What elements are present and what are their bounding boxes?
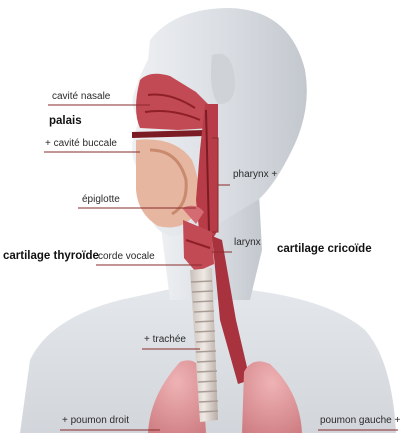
label-corde-vocale: corde vocale xyxy=(98,251,155,263)
label-pharynx: pharynx + xyxy=(233,169,277,181)
label-palais: palais xyxy=(49,115,82,127)
label-cartilage-cricoide: cartilage cricoïde xyxy=(277,243,372,255)
label-epiglotte: épiglotte xyxy=(82,194,120,206)
label-larynx: larynx xyxy=(234,237,261,249)
label-cartilage-thyroide: cartilage thyroïde xyxy=(3,250,99,262)
label-cavite-nasale: cavité nasale xyxy=(52,91,110,103)
label-poumon-droit: + poumon droit xyxy=(62,415,129,427)
label-trachee: + trachée xyxy=(144,334,186,346)
label-cavite-buccale: + cavité buccale xyxy=(45,138,117,150)
label-poumon-gauche: poumon gauche + xyxy=(320,415,400,427)
